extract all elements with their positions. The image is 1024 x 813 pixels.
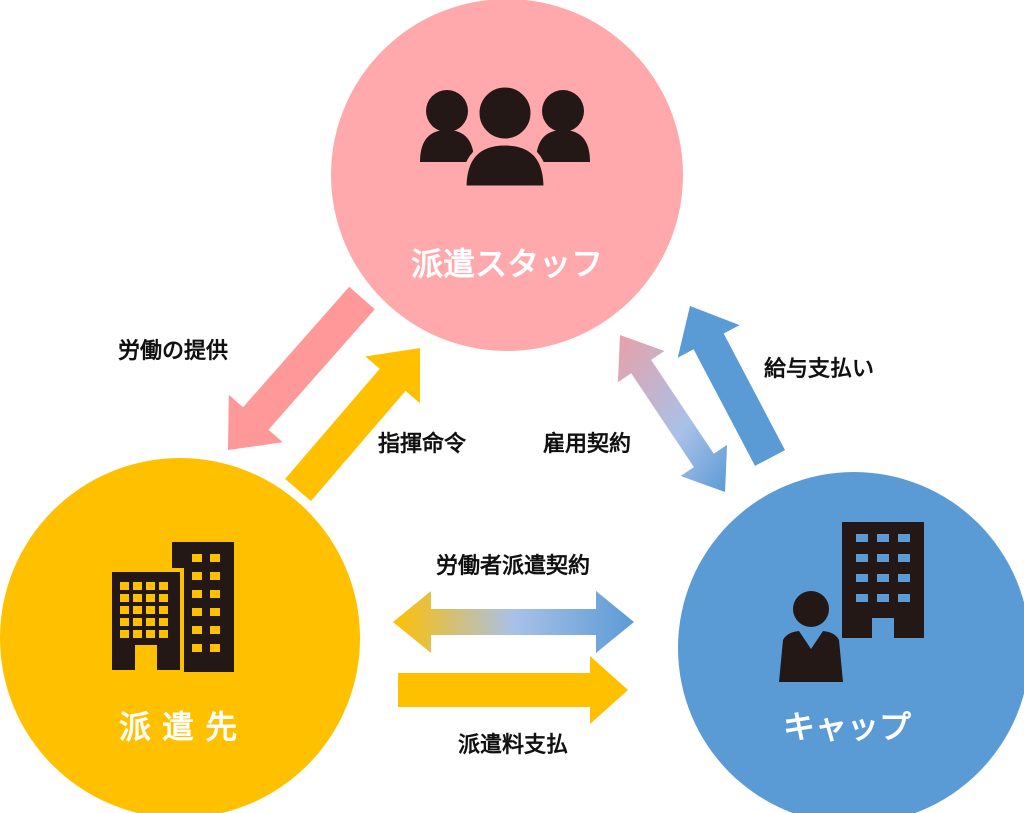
window [159, 582, 168, 590]
window [210, 644, 220, 652]
salary-payment-label: 給与支払い [764, 356, 874, 382]
window [210, 572, 220, 580]
window [159, 618, 168, 626]
dispatch-contract-arrow [393, 591, 634, 653]
window [159, 606, 168, 614]
window [898, 594, 910, 602]
window [210, 608, 220, 616]
people-group-icon [420, 82, 590, 191]
businessperson-building-icon [779, 522, 924, 682]
window [133, 606, 142, 614]
window [120, 606, 129, 614]
window [210, 554, 220, 562]
window [877, 594, 889, 602]
window [120, 582, 129, 590]
window [146, 594, 155, 602]
window [877, 574, 889, 582]
cap-circle [678, 472, 1024, 813]
window [856, 594, 868, 602]
building-icon [108, 542, 234, 674]
dispatch-fee-label: 派遣料支払 [458, 733, 568, 758]
window [898, 534, 910, 542]
command-label: 指揮命令 [378, 431, 467, 457]
window [159, 630, 168, 638]
window [192, 608, 202, 616]
labor-provision-label: 労働の提供 [118, 338, 228, 364]
staff-label: 派遣スタッフ [411, 245, 603, 283]
dispatch-contract-label: 労働者派遣契約 [436, 553, 590, 579]
window [133, 630, 142, 638]
salary-payment-arrow [677, 306, 785, 466]
window [877, 534, 889, 542]
window [898, 554, 910, 562]
labor-provision-arrow [228, 286, 375, 450]
window [856, 554, 868, 562]
window [192, 554, 202, 562]
window [120, 594, 129, 602]
window [210, 626, 220, 634]
client-label: 派 遣 先 [119, 708, 237, 746]
window [856, 574, 868, 582]
window [120, 618, 129, 626]
window [146, 618, 155, 626]
window [877, 554, 889, 562]
window [192, 644, 202, 652]
window [192, 572, 202, 580]
window [210, 590, 220, 598]
window [146, 630, 155, 638]
window [133, 582, 142, 590]
window [192, 626, 202, 634]
window [898, 574, 910, 582]
window [856, 534, 868, 542]
window [146, 582, 155, 590]
employment-contract-arrow [617, 335, 728, 492]
command-arrow [285, 348, 420, 502]
cap-label: キャップ [783, 708, 912, 746]
window [146, 606, 155, 614]
window [159, 594, 168, 602]
dispatch-fee-arrow [398, 656, 628, 724]
window [120, 630, 129, 638]
window [133, 618, 142, 626]
window [192, 590, 202, 598]
employment-contract-label: 雇用契約 [543, 431, 631, 457]
window [133, 594, 142, 602]
